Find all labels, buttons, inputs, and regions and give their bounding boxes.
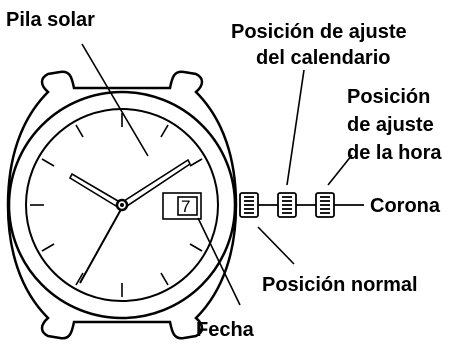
label-time-position-line3: de la hora	[347, 142, 442, 164]
hour-markers	[30, 113, 203, 297]
hour-marker-11	[75, 124, 84, 138]
label-calendar-position-line1: Posición de ajuste	[231, 21, 407, 43]
leader-date	[197, 217, 241, 306]
second-hand	[79, 203, 125, 284]
label-calendar-position-line2: del calendario	[256, 47, 391, 69]
label-date: Fecha	[196, 319, 255, 341]
label-time-position-line2: de ajuste	[347, 114, 434, 136]
label-crown: Corona	[370, 195, 441, 217]
leader-normal-position	[257, 226, 295, 265]
hour-marker-8	[41, 243, 55, 252]
date-value: 7	[181, 197, 190, 216]
leader-solar-cell	[81, 43, 149, 157]
hour-marker-4	[189, 243, 203, 252]
leader-lines	[81, 43, 353, 306]
date-window: 7	[162, 192, 202, 220]
hand-center-dot	[120, 203, 124, 207]
hour-marker-5	[160, 272, 169, 286]
hour-marker-2	[189, 158, 203, 167]
label-time-position-line1: Posición	[347, 86, 430, 108]
crown-positions	[239, 192, 364, 218]
hour-marker-7	[75, 272, 84, 286]
label-normal-position: Posición normal	[262, 274, 418, 296]
watch-case-outline	[6, 70, 238, 340]
label-solar-cell: Pila solar	[6, 9, 95, 31]
leader-calendar-position	[286, 69, 305, 186]
hour-marker-10	[41, 158, 55, 167]
leader-time-position	[327, 154, 353, 186]
hour-marker-1	[160, 124, 169, 138]
